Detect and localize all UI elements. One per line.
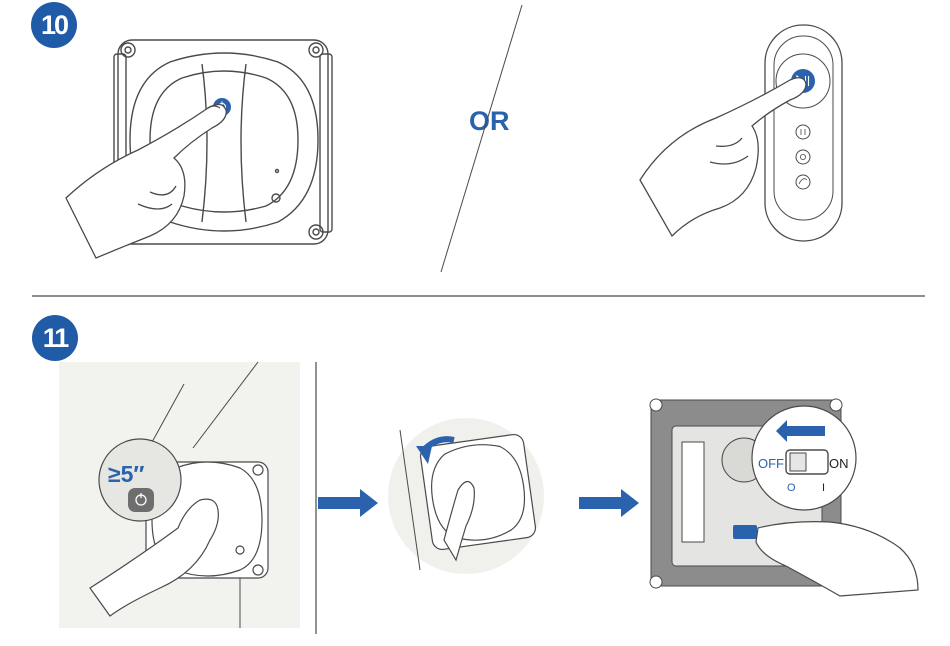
remote-buttons (796, 125, 810, 189)
remote-button-2 (796, 150, 810, 164)
off-symbol: O (787, 482, 796, 494)
remote-button-3 (796, 175, 810, 189)
remote-button-1 (796, 125, 810, 139)
power-switch-small[interactable] (733, 525, 757, 539)
separator-diagonal (441, 5, 522, 272)
blue-arrow-icon (579, 489, 639, 517)
switch-off-label: OFF (758, 456, 784, 471)
switch-on-label: ON (829, 456, 849, 471)
callout-power-button[interactable] (128, 488, 154, 512)
hold-duration-label: ≥5″ (108, 461, 144, 487)
attach-robot-illustration (388, 418, 544, 574)
on-symbol: I (822, 482, 825, 494)
blue-arrow-icon (318, 489, 378, 517)
